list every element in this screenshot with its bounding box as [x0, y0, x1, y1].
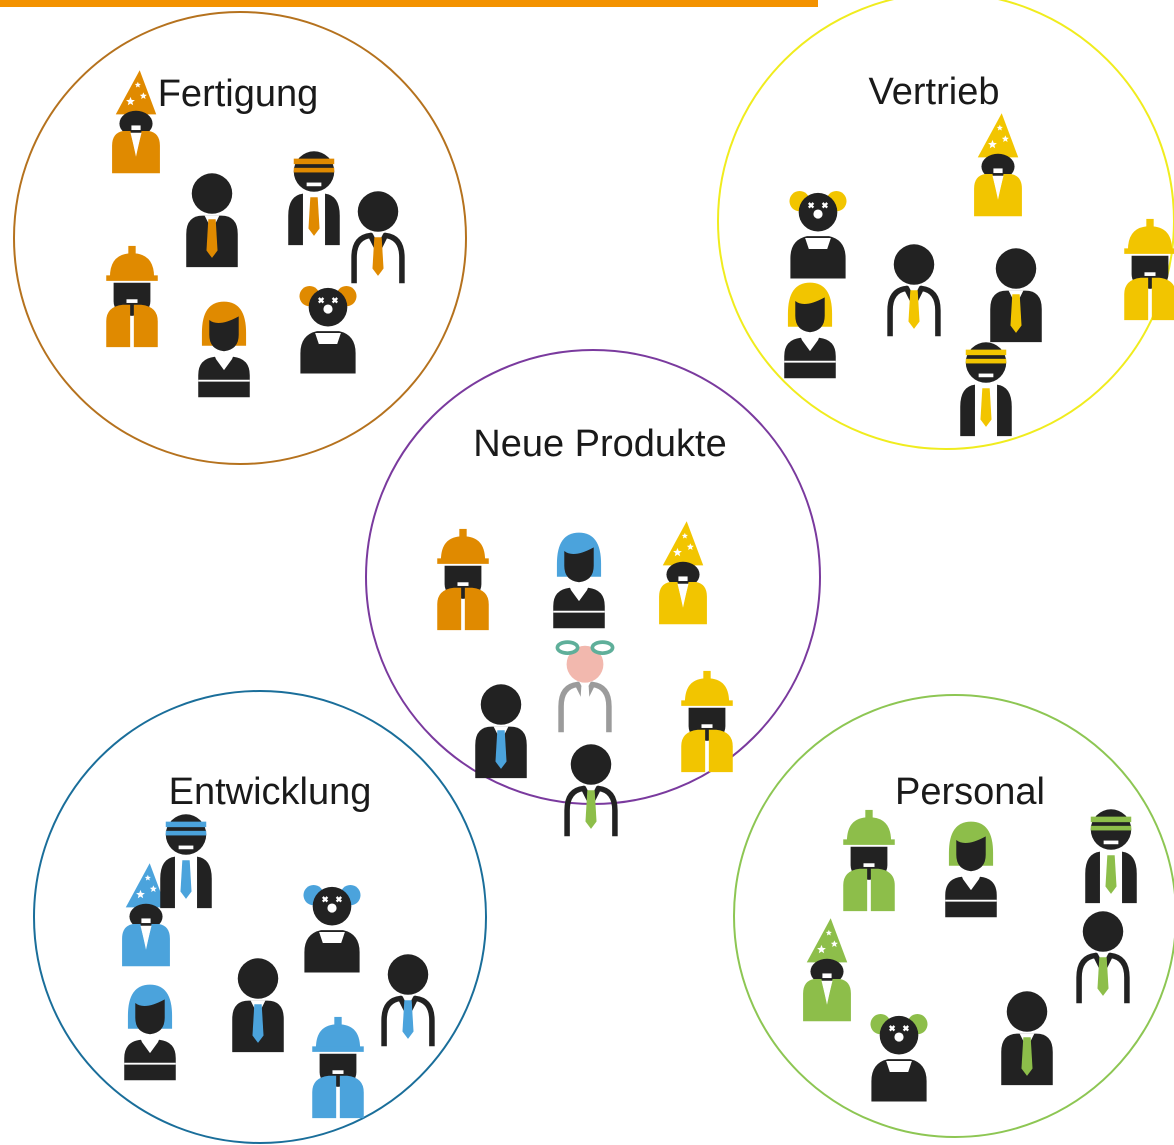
suit-headband-person-icon — [1085, 809, 1137, 904]
suit-headband-person-icon — [960, 342, 1012, 437]
group-title-fertigung: Fertigung — [158, 73, 319, 115]
helmet-person-icon — [106, 245, 158, 348]
clown-person-icon — [870, 1014, 928, 1102]
helmet-person-icon — [843, 809, 895, 912]
people-entwicklung — [122, 814, 435, 1119]
accent-bar — [0, 0, 818, 7]
woman-person-icon — [124, 984, 176, 1081]
suit-outline-person-icon — [564, 744, 618, 837]
suit-outline-person-icon — [351, 191, 405, 284]
suit-headband-person-icon — [160, 814, 212, 909]
woman-person-icon — [553, 532, 605, 629]
group-ring-entwicklung — [33, 690, 487, 1144]
ghost-clown-person-icon — [555, 640, 615, 733]
group-title-vertrieb: Vertrieb — [869, 71, 1000, 113]
woman-person-icon — [945, 821, 997, 918]
helmet-person-icon — [681, 670, 733, 773]
clown-person-icon — [299, 286, 357, 374]
group-title-entwicklung: Entwicklung — [169, 771, 372, 813]
group-title-neue-produkte: Neue Produkte — [473, 423, 727, 465]
group-ring-neue-produkte — [365, 349, 821, 805]
clown-person-icon — [303, 885, 361, 973]
wizard-person-icon — [974, 113, 1022, 217]
woman-person-icon — [784, 282, 836, 379]
suit-outline-person-icon — [1076, 911, 1130, 1004]
suit-solid-person-icon — [990, 248, 1042, 343]
people-neue-produkte — [437, 521, 733, 837]
people-vertrieb — [784, 113, 1174, 437]
helmet-person-icon — [1124, 218, 1174, 321]
suit-outline-person-icon — [887, 244, 941, 337]
group-title-personal: Personal — [895, 771, 1045, 813]
group-ring-personal — [733, 694, 1174, 1138]
people-fertigung — [106, 70, 405, 398]
suit-outline-person-icon — [381, 954, 435, 1047]
woman-person-icon — [198, 301, 250, 398]
group-ring-vertrieb — [717, 0, 1174, 450]
group-entwicklung: Entwicklung — [33, 690, 487, 1144]
suit-solid-person-icon — [232, 958, 284, 1053]
group-fertigung: Fertigung — [13, 11, 467, 465]
group-ring-fertigung — [13, 11, 467, 465]
suit-headband-person-icon — [288, 151, 340, 246]
people-personal — [803, 809, 1137, 1102]
clown-person-icon — [789, 191, 847, 279]
wizard-person-icon — [803, 918, 851, 1022]
wizard-person-icon — [659, 521, 707, 625]
group-vertrieb: Vertrieb — [717, 0, 1174, 450]
suit-solid-person-icon — [186, 173, 238, 268]
suit-solid-person-icon — [1001, 991, 1053, 1086]
wizard-person-icon — [112, 70, 160, 174]
helmet-person-icon — [312, 1016, 364, 1119]
group-personal: Personal — [733, 694, 1174, 1138]
wizard-person-icon — [122, 863, 170, 967]
helmet-person-icon — [437, 528, 489, 631]
suit-solid-person-icon — [475, 684, 527, 779]
group-neue-produkte: Neue Produkte — [365, 349, 821, 837]
